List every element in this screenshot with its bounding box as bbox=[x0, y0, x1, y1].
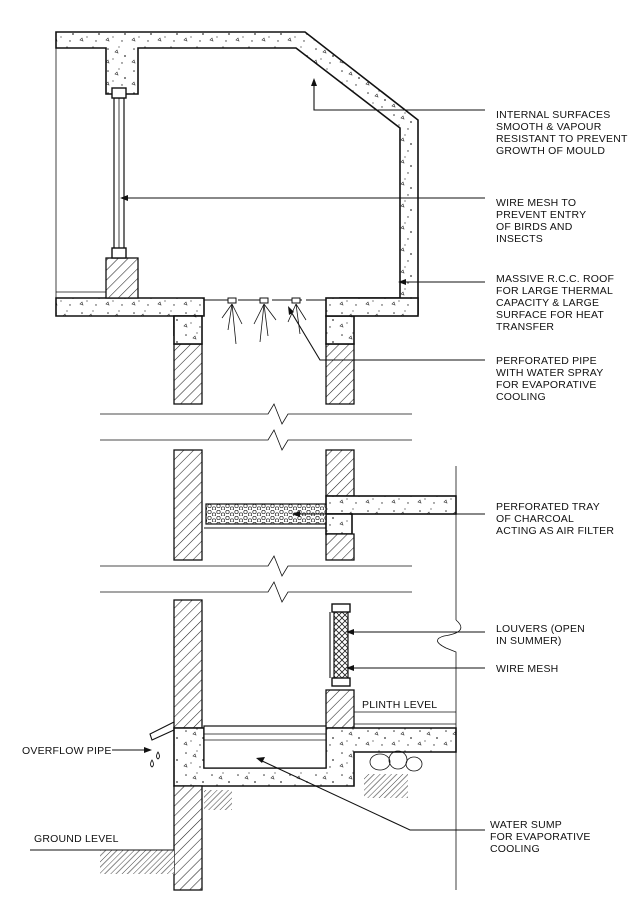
label-wire-mesh-bottom: WIRE MESH bbox=[496, 663, 558, 675]
label-overflow-pipe: OVERFLOW PIPE bbox=[22, 745, 112, 757]
tower-wall-left-mid bbox=[173, 449, 203, 561]
label-perforated-pipe: PERFORATED PIPE WITH WATER SPRAY FOR EVA… bbox=[496, 355, 606, 403]
label-plinth-level: PLINTH LEVEL bbox=[362, 699, 437, 711]
label-ground-level: GROUND LEVEL bbox=[34, 833, 119, 845]
leader-lines bbox=[112, 82, 485, 831]
label-rcc-roof: MASSIVE R.C.C. ROOF FOR LARGE THERMAL CA… bbox=[496, 273, 617, 333]
label-wire-mesh-top: WIRE MESH TO PREVENT ENTRY OF BIRDS AND … bbox=[496, 197, 589, 245]
tower-wall-right-mid bbox=[325, 449, 355, 497]
label-water-sump: WATER SUMP FOR EVAPORATIVE COOLING bbox=[490, 819, 594, 855]
label-charcoal-tray: PERFORATED TRAY OF CHARCOAL ACTING AS AI… bbox=[496, 501, 614, 537]
water-sump bbox=[203, 725, 327, 769]
label-internal-surfaces: INTERNAL SURFACES SMOOTH & VAPOUR RESIST… bbox=[496, 109, 631, 157]
water-spray bbox=[221, 303, 307, 345]
earth-fill-left bbox=[204, 790, 232, 810]
tower-wall-left-upper bbox=[173, 343, 203, 405]
tower-wall-right-upper bbox=[325, 343, 355, 405]
tower-wall-left-lower bbox=[173, 599, 203, 729]
break-line-lower bbox=[100, 555, 412, 603]
roof-parapet-block bbox=[105, 257, 139, 299]
tower-wall-right-lower bbox=[325, 689, 355, 729]
break-line-upper bbox=[100, 403, 412, 451]
overflow-pipe bbox=[149, 721, 175, 741]
earth-fill-right bbox=[364, 774, 408, 798]
label-louvers: LOUVERS (OPEN IN SUMMER) bbox=[496, 623, 588, 647]
earth-fill-ground bbox=[100, 850, 174, 874]
gravel-fill bbox=[369, 750, 423, 772]
rcc-roof-shell bbox=[55, 31, 419, 315]
louvers bbox=[333, 609, 349, 683]
foundation-wall bbox=[173, 785, 203, 891]
arrowheads bbox=[120, 78, 406, 763]
